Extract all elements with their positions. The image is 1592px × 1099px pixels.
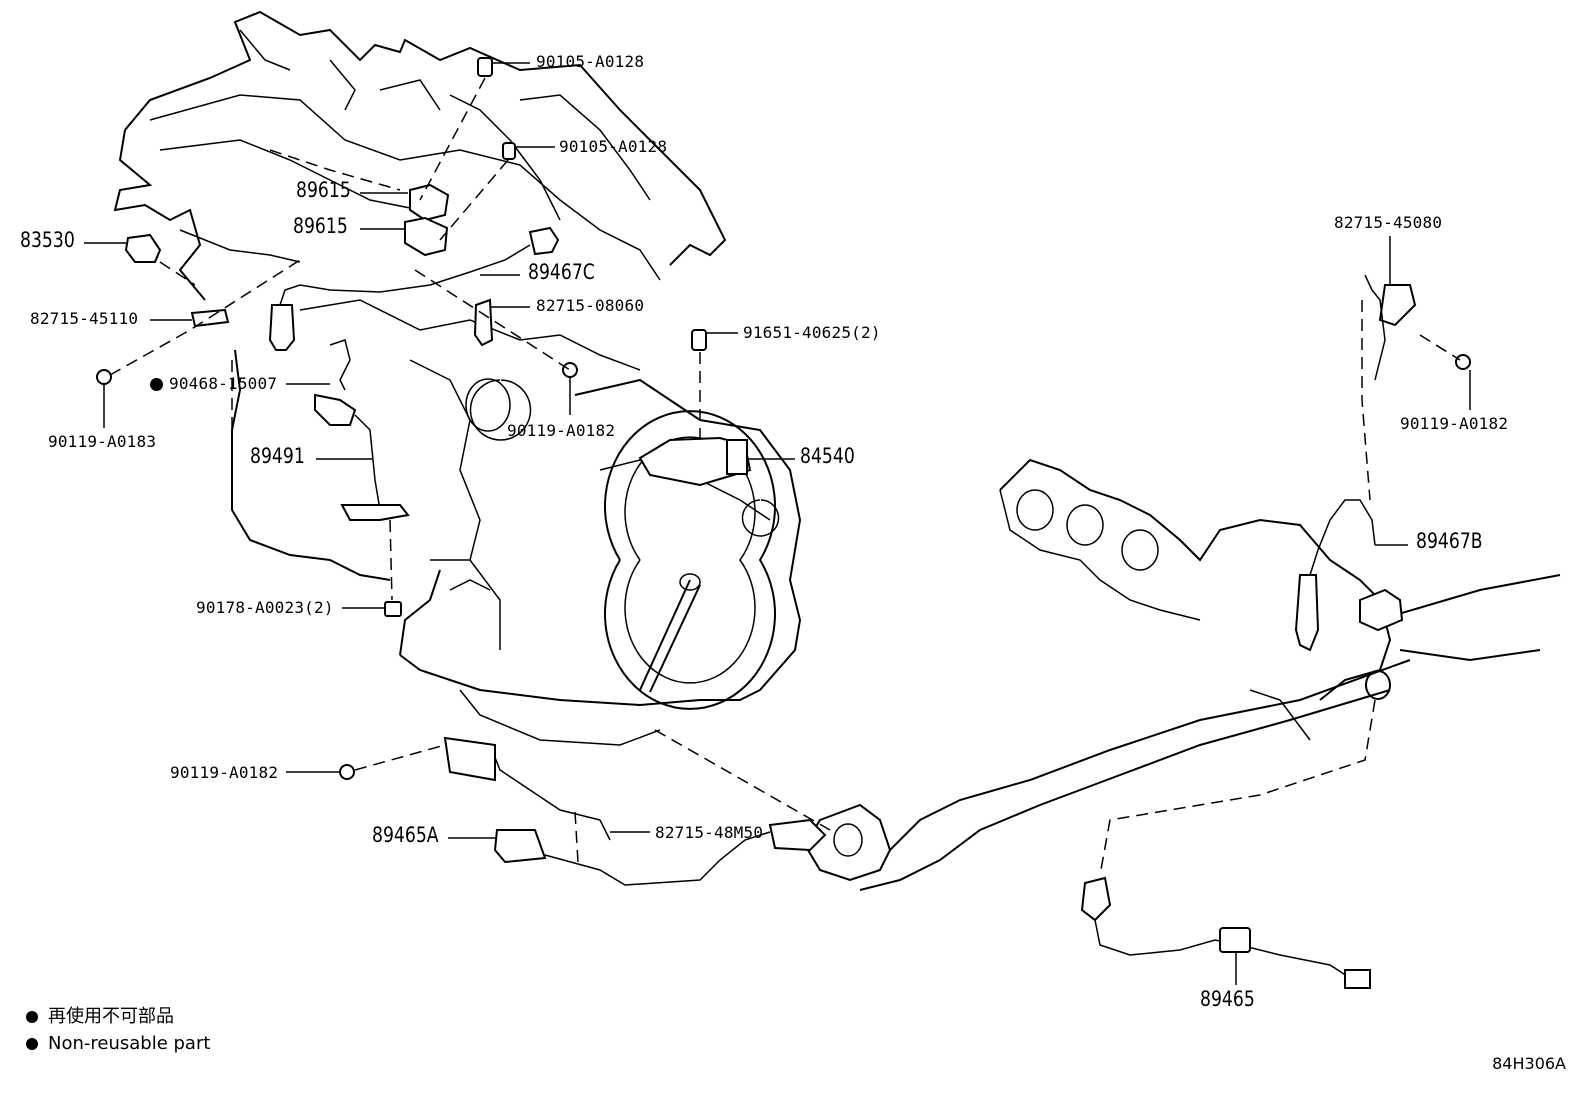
label-91651-40625[interactable]: 91651-40625(2) bbox=[743, 323, 881, 342]
label-90119-a0183[interactable]: 90119-A0183 bbox=[48, 432, 157, 451]
label-90119-a0182-middle[interactable]: 90119-A0182 bbox=[507, 421, 616, 440]
engine-illustration bbox=[113, 10, 1561, 891]
legend-english-text: Non-reusable part bbox=[48, 1033, 211, 1054]
label-90468-15007-text: 90468-15007 bbox=[169, 374, 278, 393]
non-reusable-legend-icon bbox=[26, 1038, 38, 1050]
label-89465a[interactable]: 89465A bbox=[372, 823, 439, 847]
label-89615-lower[interactable]: 89615 bbox=[293, 214, 348, 238]
label-82715-08060[interactable]: 82715-08060 bbox=[536, 296, 645, 315]
label-82715-45110[interactable]: 82715-45110 bbox=[30, 309, 139, 328]
label-89467c[interactable]: 89467C bbox=[528, 260, 595, 284]
legend-japanese-text: 再使用不可部品 bbox=[48, 1006, 174, 1027]
label-89491[interactable]: 89491 bbox=[250, 444, 305, 468]
legend-english: Non-reusable part bbox=[26, 1033, 210, 1055]
legend-japanese: 再使用不可部品 bbox=[26, 1006, 174, 1028]
label-83530[interactable]: 83530 bbox=[20, 228, 75, 252]
illustration-code: 84H306A bbox=[1492, 1054, 1566, 1073]
label-82715-48m50[interactable]: 82715-48M50 bbox=[655, 823, 764, 842]
label-90105-a0128-second[interactable]: 90105-A0128 bbox=[559, 137, 668, 156]
reference-lines bbox=[109, 77, 1461, 876]
label-89467b[interactable]: 89467B bbox=[1416, 529, 1483, 553]
label-90119-a0182-right[interactable]: 90119-A0182 bbox=[1400, 414, 1509, 433]
part-shapes bbox=[96, 57, 1471, 989]
leader-lines bbox=[84, 62, 1471, 985]
label-90105-a0128-top[interactable]: 90105-A0128 bbox=[536, 52, 645, 71]
label-90178-a0023[interactable]: 90178-A0023(2) bbox=[196, 598, 334, 617]
label-89465[interactable]: 89465 bbox=[1200, 987, 1255, 1011]
label-84540[interactable]: 84540 bbox=[800, 444, 855, 468]
non-reusable-legend-icon bbox=[26, 1011, 38, 1023]
label-82715-45080[interactable]: 82715-45080 bbox=[1334, 213, 1443, 232]
label-89615-upper[interactable]: 89615 bbox=[296, 178, 351, 202]
non-reusable-marker-icon bbox=[150, 378, 163, 391]
label-90119-a0182-bottom[interactable]: 90119-A0182 bbox=[170, 763, 279, 782]
label-90468-15007[interactable]: 90468-15007 bbox=[150, 375, 277, 393]
